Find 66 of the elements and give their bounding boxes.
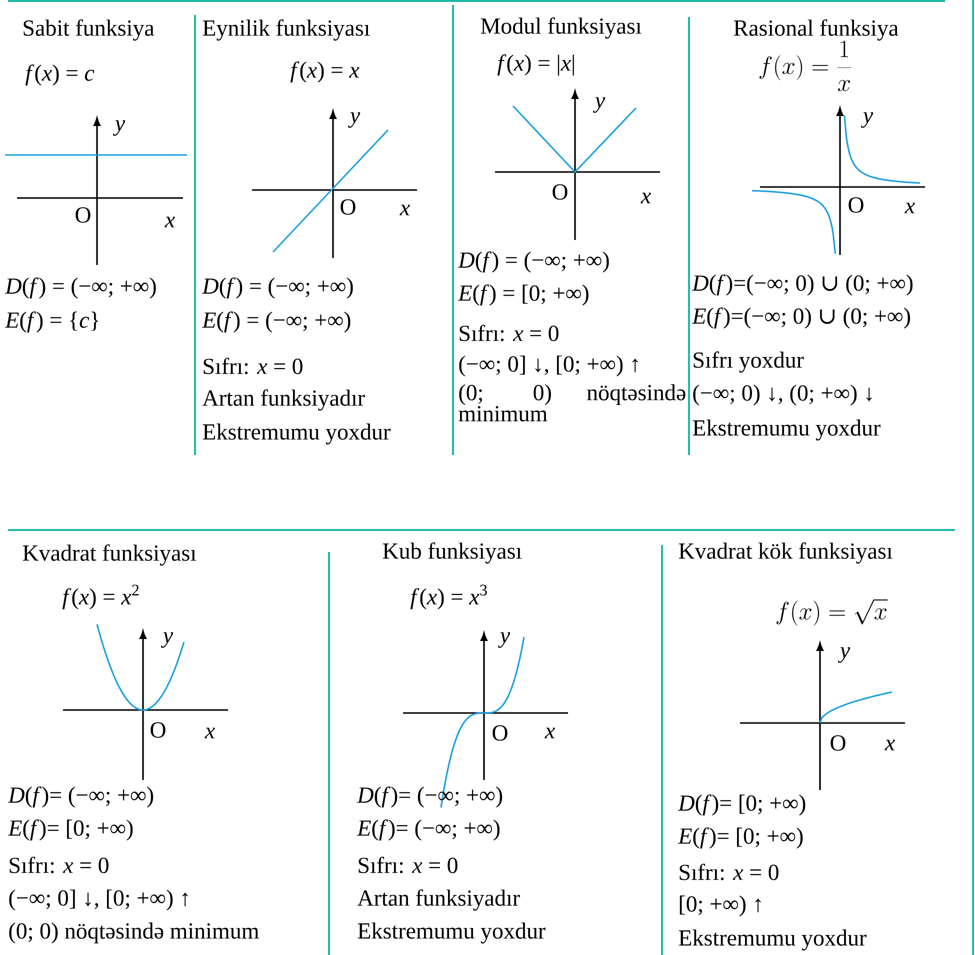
axis-label: y: [113, 120, 126, 136]
axis-label: x: [640, 192, 651, 204]
function-title: Kvadrat kök funksiyası: [678, 542, 892, 564]
axis-label: x: [400, 204, 410, 216]
origin-label: O: [492, 725, 508, 741]
property-text: Sıfrı yoxdur: [694, 351, 804, 373]
origin-label: O: [340, 199, 356, 215]
property-text: E(f)= [0; +∞): [8, 819, 133, 841]
origin-label: O: [830, 735, 846, 751]
property-text: Sıfrı: x = 0: [680, 864, 778, 880]
formula: f(x) = x$^{3}$: [410, 584, 487, 610]
property-text: D(f) = (−∞; +∞): [202, 277, 353, 299]
axis-label: y: [838, 647, 850, 663]
axis-label: y: [592, 97, 606, 113]
formula: f(x) = x: [290, 61, 360, 83]
property-text: Ekstremumu yoxdur: [358, 922, 546, 944]
formula: f(x) = x$^{2}$: [62, 584, 139, 610]
axis-label: y: [860, 112, 874, 128]
property-text: E(f)=(−∞; 0) ∪ (0; +∞): [692, 307, 910, 329]
axis-label: x: [204, 728, 215, 738]
origin-label: O: [848, 197, 864, 213]
property-text: D(f)= (−∞; +∞): [8, 786, 154, 808]
property-text: Sıfrı: x = 0: [460, 324, 558, 342]
property-text: Artan funksiyadır: [202, 389, 365, 411]
property-text: (0; 0) nöqtəsində minimum: [458, 384, 686, 422]
axis-label: x: [544, 728, 555, 738]
axis-label: x: [164, 216, 175, 228]
property-text: Sıfrı: x = 0: [358, 856, 458, 874]
property-text: E(f) = {c}: [4, 311, 98, 333]
origin-label: O: [150, 722, 166, 738]
property-text: D(f)=(−∞; 0) ∪ (0; +∞): [692, 274, 913, 296]
property-text: [0; +∞) ↑: [680, 896, 761, 916]
property-text: E(f)= [0; +∞): [678, 827, 803, 849]
property-text: E(f)= (−∞; +∞): [356, 819, 500, 841]
origin-label: O: [552, 184, 568, 200]
property-text: (0; 0) nöqtəsində minimum: [9, 922, 259, 944]
function-title: Kub funksiyası: [382, 542, 522, 564]
axis-label: y: [498, 632, 510, 648]
axis-label: y: [348, 112, 360, 128]
property-text: E(f) = [0; +∞): [458, 284, 588, 306]
property-text: Sıfrı: x = 0: [204, 358, 302, 374]
formula: $f(x) = \sqrt{x}$: [776, 599, 888, 626]
property-text: Ekstremumu yoxdur: [692, 420, 880, 440]
function-title: Eynilik funksiyası: [202, 19, 370, 41]
property-text: D(f) = (−∞; +∞): [4, 277, 156, 299]
function-title: Rasional funksiya: [734, 19, 898, 41]
property-text: E(f) = (−∞; +∞): [202, 311, 350, 333]
property-text: (−∞; 0] ↓, [0; +∞) ↑: [9, 890, 188, 910]
formula: f(x) = |x|: [497, 54, 574, 76]
property-text: Ekstremumu yoxdur: [678, 930, 866, 950]
property-text: (−∞; 0) ↓, (0; +∞) ↓: [693, 384, 872, 406]
function-title: Sabit funksiya: [24, 19, 154, 41]
formula: $f(x) = \frac{1}{x}$: [759, 40, 852, 92]
axis-label: x: [884, 740, 895, 750]
axis-label: y: [161, 632, 174, 648]
property-text: Sıfrı: x = 0: [10, 856, 108, 874]
function-title: Kvadrat funksiyası: [22, 544, 196, 566]
axis-label: x: [904, 202, 915, 214]
property-text: (−∞; 0] ↓, [0; +∞) ↑: [459, 356, 638, 376]
origin-label: O: [76, 207, 90, 223]
property-text: Artan funksiyadır: [357, 889, 520, 911]
formula: f(x) = c: [25, 64, 94, 86]
property-text: D(f) = (−∞; +∞): [458, 251, 609, 273]
property-text: Ekstremumu yoxdur: [202, 424, 390, 444]
function-title: Modul funksiyası: [480, 17, 642, 39]
property-text: D(f)= [0; +∞): [678, 794, 806, 816]
